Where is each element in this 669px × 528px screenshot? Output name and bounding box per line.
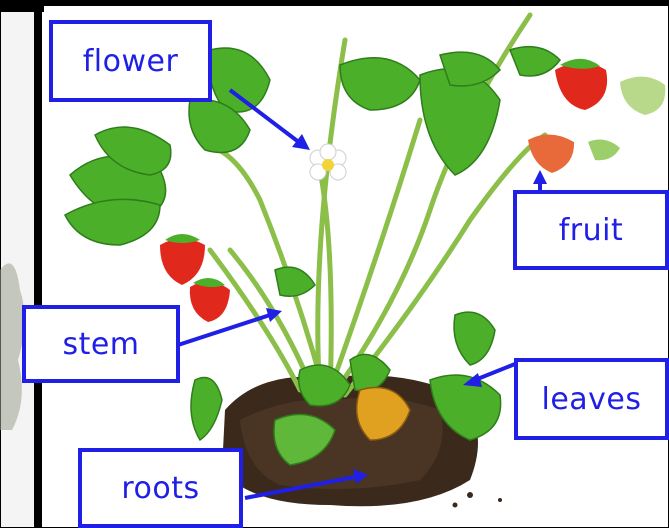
roots-label: roots <box>78 448 243 528</box>
leaves-label: leaves <box>514 358 669 440</box>
left-panel <box>0 0 34 528</box>
stem-label: stem <box>22 305 180 383</box>
flower-label: flower <box>49 20 212 102</box>
fruit-label: fruit <box>513 190 669 270</box>
left-frame-bar <box>34 0 42 528</box>
